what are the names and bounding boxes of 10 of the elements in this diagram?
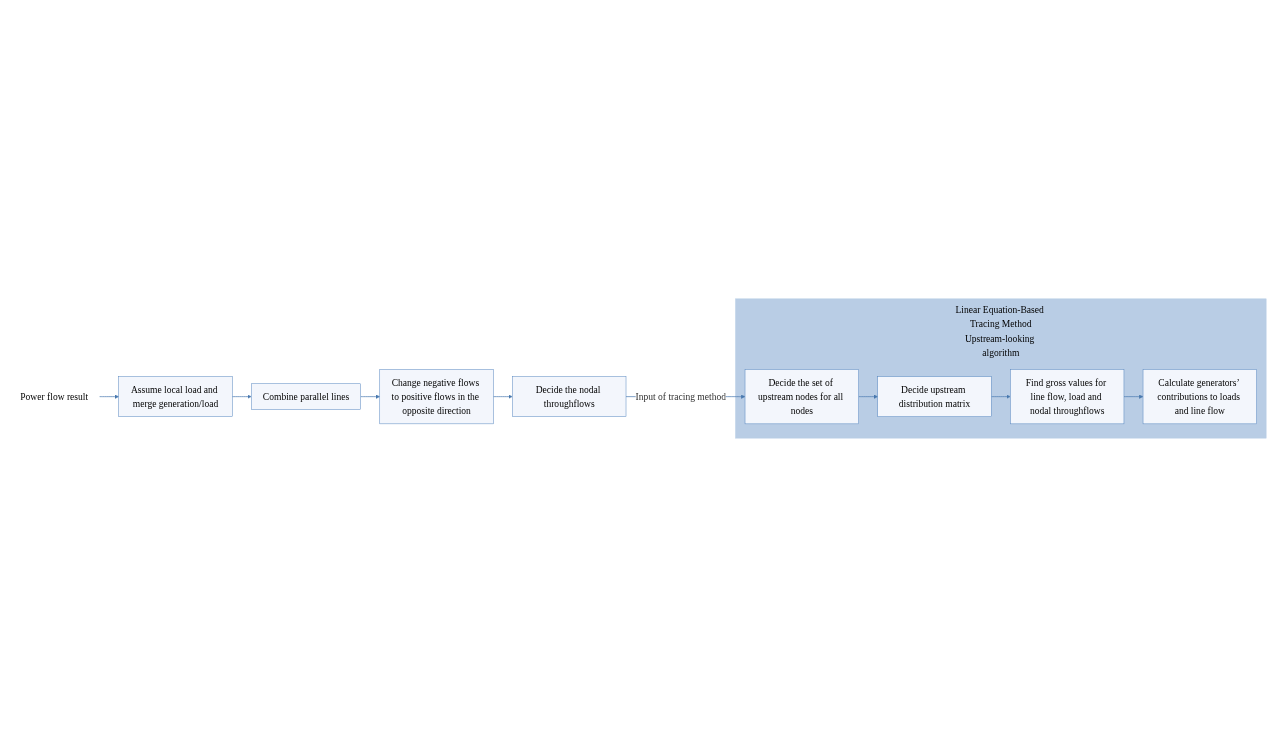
- node-text: Power flow result: [20, 390, 89, 402]
- edge-label: Input of tracing method: [635, 390, 726, 402]
- node-box: Assume local load and merge generation/load: [118, 375, 233, 417]
- node-box: Change negative flows to positive flows in the opposite direction: [379, 368, 494, 424]
- node-box: Decide upstream distribution matrix: [877, 375, 992, 417]
- node-box: Combine parallel lines: [251, 383, 361, 410]
- node-box: Decide the set of upstream nodes for all nodes: [744, 368, 859, 424]
- node-box: Calculate generators’ contributions to loads and line flow: [1142, 368, 1257, 424]
- node-box: Find gross values for line flow, load and nodal throughflows: [1010, 368, 1125, 424]
- node-box: Decide the nodal throughflows: [512, 375, 627, 417]
